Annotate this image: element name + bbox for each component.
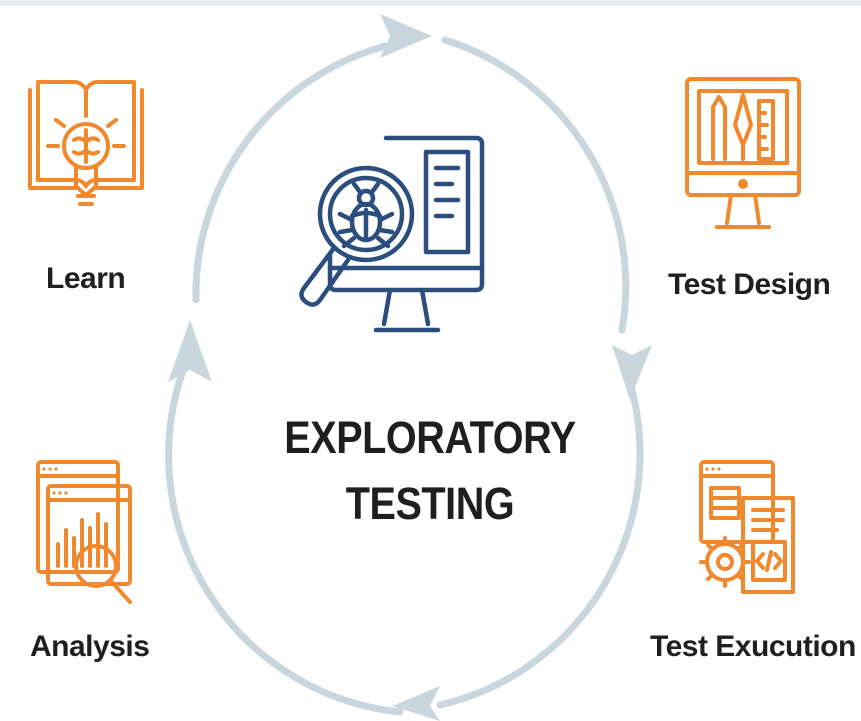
cycle-arc-top-right (441, 36, 630, 334)
cycle-arrow-right (612, 345, 652, 400)
cycle-arrow-left (168, 320, 212, 382)
center-title-line1: EXPLORATORY (284, 412, 576, 463)
step-label-test-design: Test Design (668, 268, 831, 301)
center-title-line2: TESTING (345, 478, 515, 529)
monitor-magnifier-bug-icon (299, 135, 485, 333)
cycle-arc-bottom-left (165, 361, 404, 716)
chart-magnifier-icon (36, 460, 132, 604)
step-label-analysis: Analysis (30, 630, 150, 663)
cycle-arc-top-left (192, 42, 389, 304)
cycle-arrow-bottom (392, 686, 440, 721)
cycle-arrow-top (380, 14, 432, 58)
cycle-arc-bottom-right (436, 386, 644, 709)
top-edge-strip (0, 0, 861, 6)
step-label-test-execution: Test Exucution (650, 630, 856, 663)
code-window-gear-icon (699, 460, 795, 594)
book-lightbulb-brain-icon (28, 80, 144, 206)
step-label-learn: Learn (46, 262, 126, 295)
monitor-design-tools-icon (685, 77, 801, 229)
